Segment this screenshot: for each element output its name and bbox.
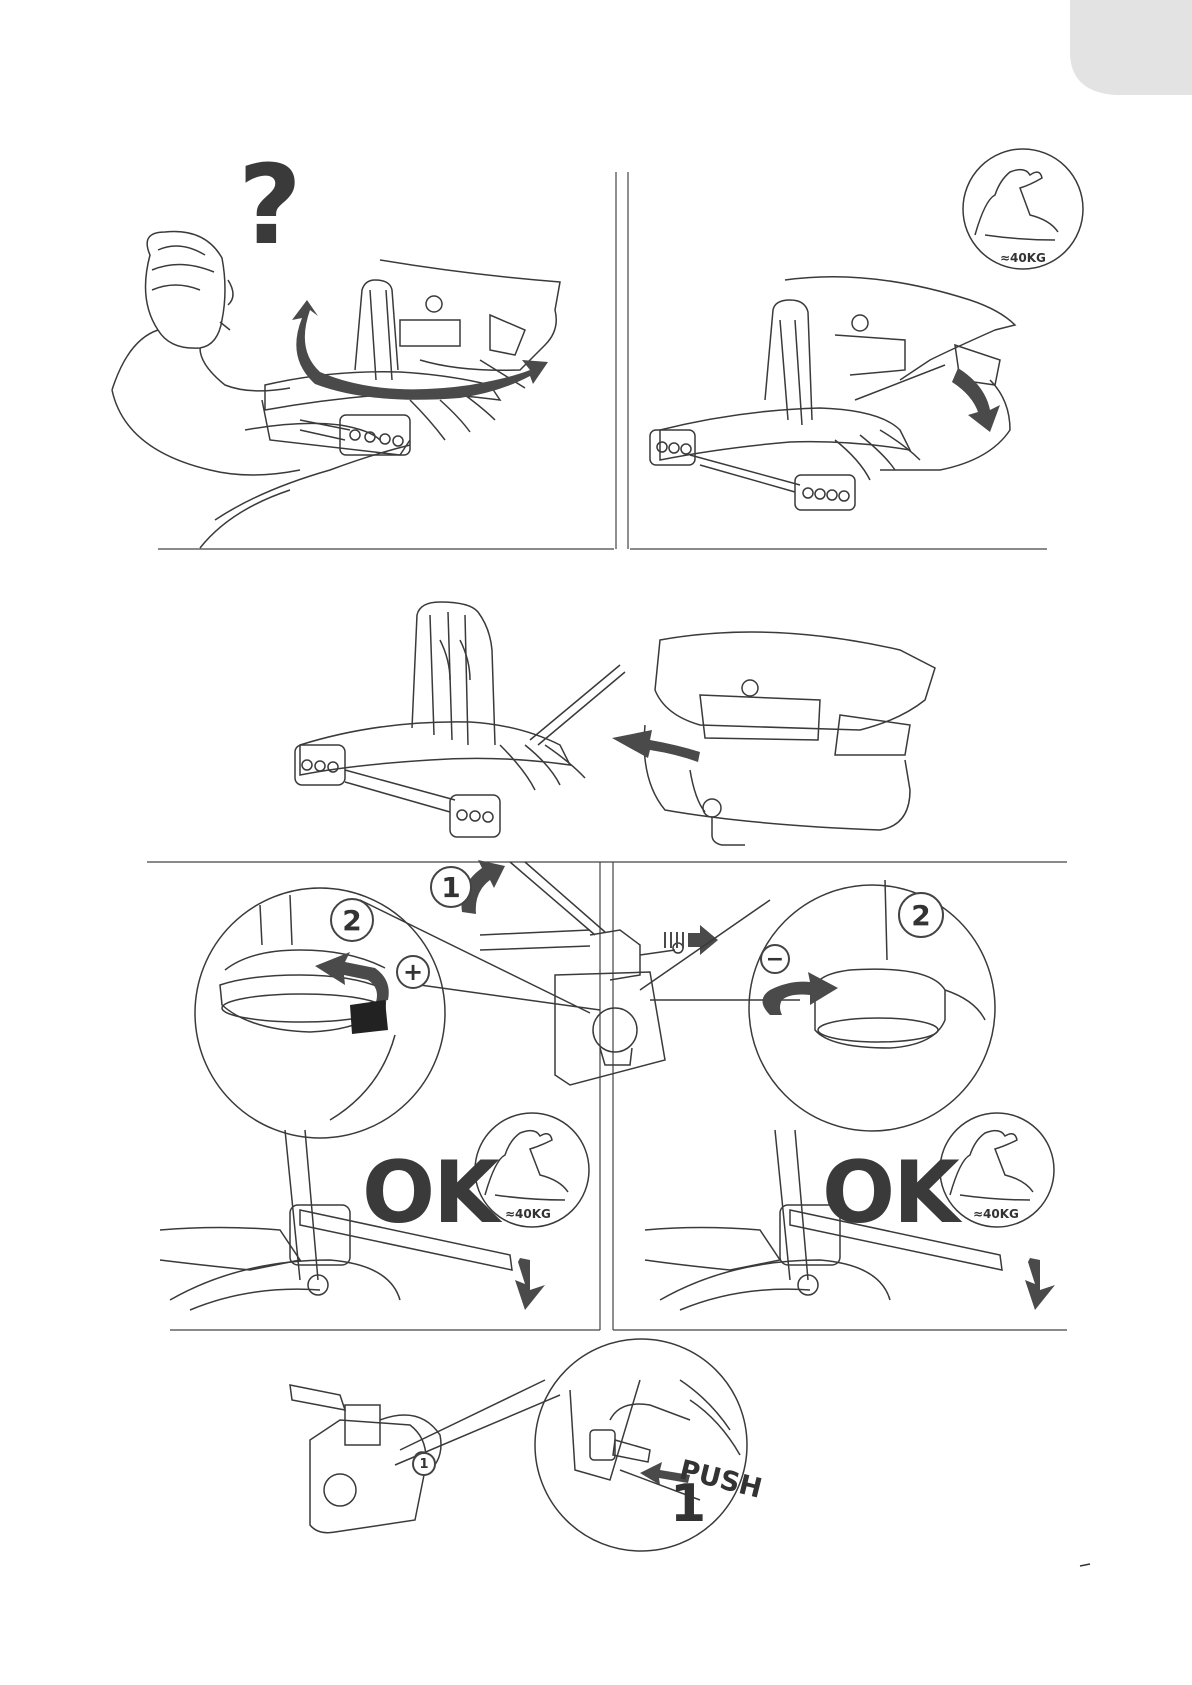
ok-label-right: OK [822, 1150, 958, 1236]
plus-circle: + [396, 955, 430, 989]
down-arrow-2 [952, 368, 1000, 432]
step-circle-small: 1 [412, 1452, 436, 1476]
step-circle-1-center: 1 [430, 866, 472, 908]
plus-sign: + [403, 958, 423, 986]
step-number: 2 [342, 904, 361, 937]
turn-band-plus [350, 1000, 388, 1034]
step-number: 1 [419, 1457, 428, 1472]
ok-label-left: OK [362, 1150, 498, 1236]
minus-circle: − [760, 944, 790, 974]
attach-arrow-3 [612, 730, 700, 762]
question-mark: ? [238, 150, 302, 260]
step-number-big: 1 [670, 1478, 706, 1530]
step-number: 1 [441, 871, 460, 904]
minus-sign: − [766, 947, 784, 972]
turn-arrow-minus [763, 972, 839, 1015]
down-arrow-right [1025, 1258, 1055, 1310]
detail-left-illustration [195, 888, 600, 1138]
carrier-illustration-2 [650, 277, 1015, 510]
page-corner-tab [1070, 0, 1192, 95]
rotate-arrow-1 [292, 300, 548, 400]
weight-label-left: ≈40KG [505, 1208, 551, 1220]
page-mark [1080, 1564, 1090, 1566]
step-circle-2-right: 2 [898, 892, 944, 938]
weight-label-right: ≈40KG [973, 1208, 1019, 1220]
carrier-illustration-3 [295, 602, 935, 845]
down-arrow-left [515, 1258, 545, 1310]
step-number: 2 [911, 899, 930, 932]
weight-label-top: ≈40KG [1000, 252, 1046, 264]
step-circle-2-left: 2 [330, 898, 374, 942]
